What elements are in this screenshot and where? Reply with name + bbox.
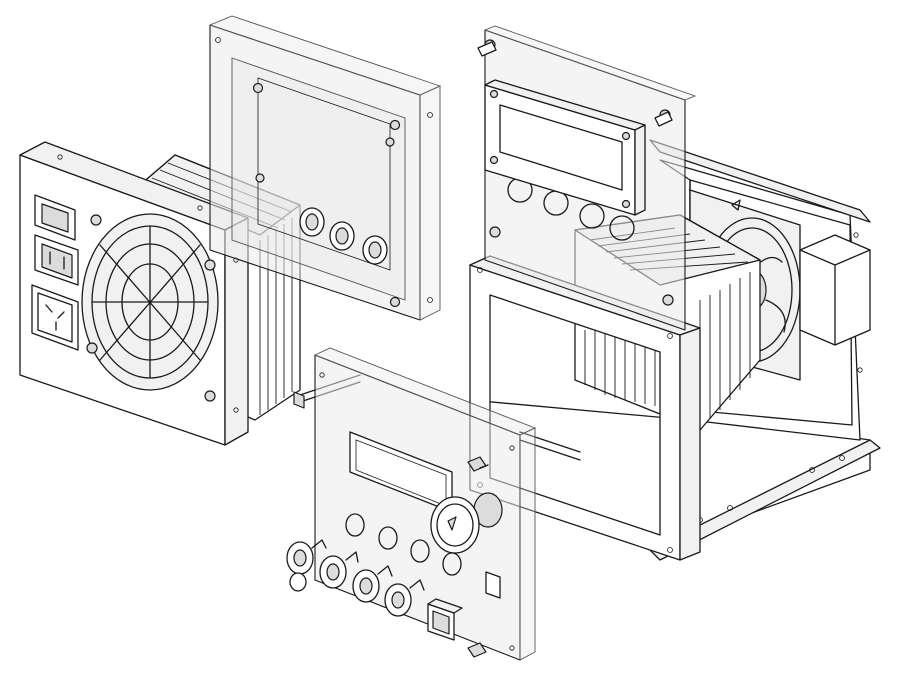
banana-jack <box>286 539 327 592</box>
transformer-box <box>799 234 871 346</box>
banana-jack <box>352 565 393 603</box>
screw <box>467 642 487 658</box>
front-panel <box>313 347 537 661</box>
push-button <box>427 598 463 641</box>
banana-jack <box>319 551 359 589</box>
potentiometer-row <box>299 207 388 265</box>
banana-jack <box>384 579 425 617</box>
rocker-switch <box>34 194 76 241</box>
screw <box>467 456 489 472</box>
fan-guard <box>81 213 219 402</box>
lcd-display <box>484 79 646 216</box>
rotary-knob <box>430 492 503 554</box>
transparent-board <box>208 15 442 321</box>
iec-power-inlet <box>34 234 79 286</box>
banana-jack-row <box>286 539 425 617</box>
psu-module <box>19 141 301 446</box>
ac-power-outlet <box>31 284 79 351</box>
